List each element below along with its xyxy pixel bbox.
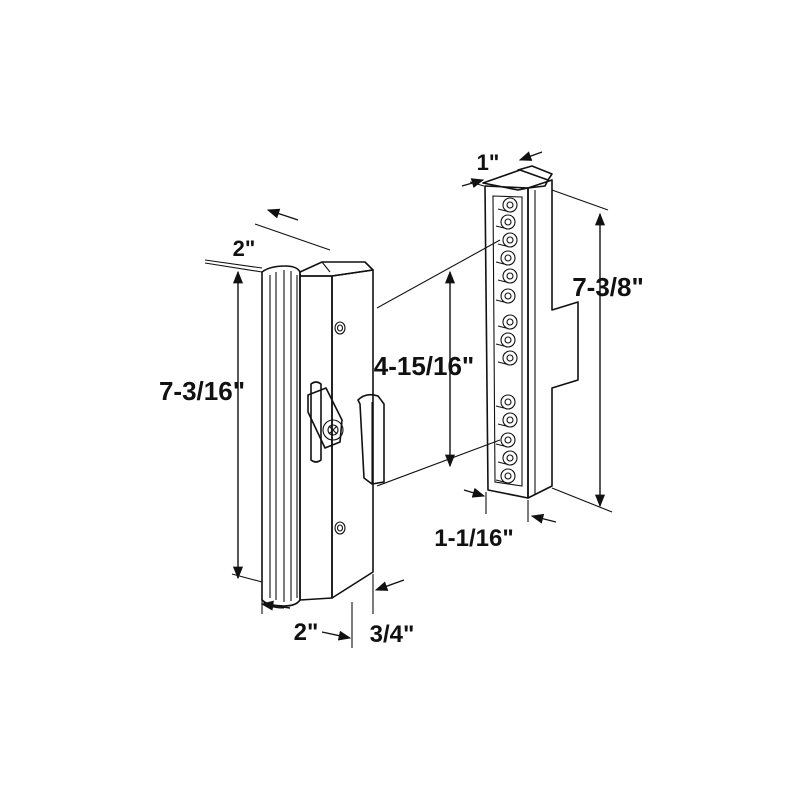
post-icon bbox=[500, 288, 516, 304]
post-icon bbox=[500, 432, 516, 448]
mounting-posts bbox=[495, 197, 518, 484]
post-icon bbox=[502, 232, 518, 248]
strike-plate bbox=[482, 165, 579, 499]
post-icon bbox=[502, 450, 518, 466]
post-icon bbox=[502, 350, 518, 366]
label-handle-top-width: 2" bbox=[233, 236, 256, 261]
label-plate-height: 7-3/8" bbox=[572, 272, 644, 302]
post-icon bbox=[500, 250, 516, 266]
label-handle-depth: 3/4" bbox=[370, 621, 415, 648]
post-icon bbox=[502, 268, 518, 284]
post-icon bbox=[502, 314, 518, 330]
dim-arrow-top-width bbox=[266, 208, 299, 221]
label-handle-bottom-width: 2" bbox=[294, 619, 319, 646]
post-icon bbox=[500, 468, 516, 484]
label-plate-depth: 1-1/16" bbox=[434, 525, 513, 552]
post-icon bbox=[500, 332, 516, 348]
label-handle-height: 7-3/16" bbox=[159, 376, 245, 406]
label-plate-top-width: 1" bbox=[477, 150, 500, 175]
latch-knob-icon bbox=[322, 419, 344, 441]
door-handle bbox=[261, 261, 385, 609]
screw-hole-icon bbox=[334, 321, 346, 335]
post-icon bbox=[502, 197, 518, 213]
post-icon bbox=[502, 412, 518, 428]
post-icon bbox=[500, 394, 516, 410]
post-icon bbox=[500, 214, 516, 230]
screw-hole-icon bbox=[334, 521, 346, 535]
label-hole-spacing: 4-15/16" bbox=[374, 351, 475, 381]
